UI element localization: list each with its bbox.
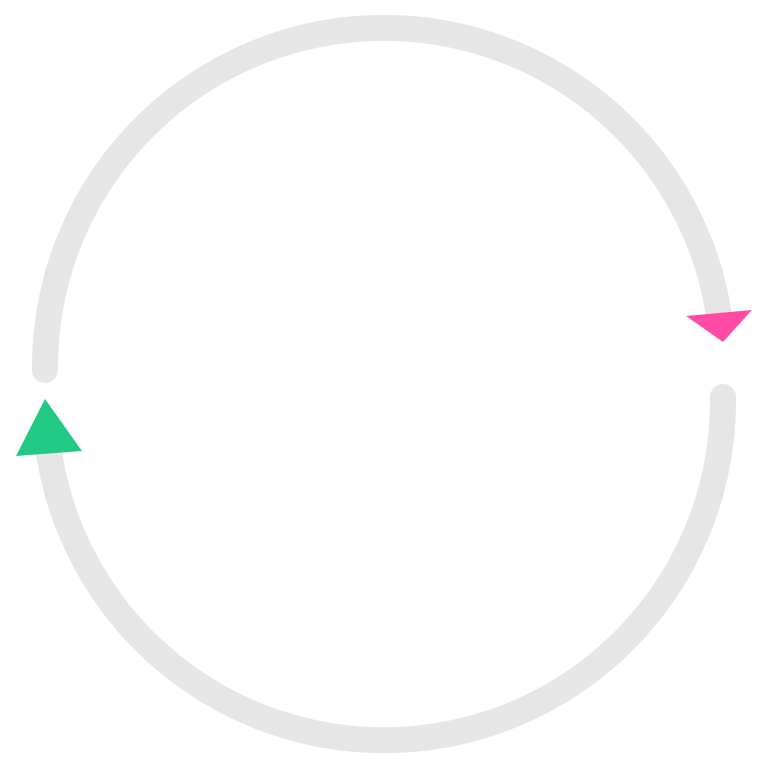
cycle-arc-bottom xyxy=(35,384,737,754)
cycle-arc-top xyxy=(31,14,733,383)
up-arrow-icon xyxy=(16,399,82,456)
down-arrow-icon xyxy=(686,310,752,342)
